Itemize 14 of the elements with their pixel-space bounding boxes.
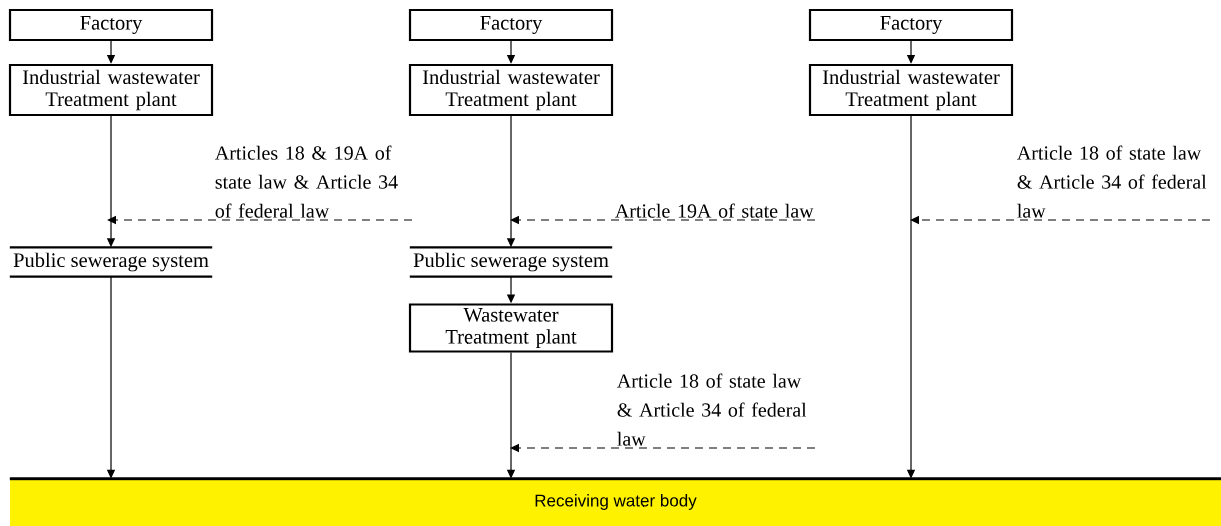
process-box: Factory (8, 8, 214, 42)
sewerage-band: Public sewerage system (9, 246, 213, 278)
law-text: Articles 18 & 19A of state law & Article 34 of federal law (215, 145, 398, 218)
process-box: Industrial wastewater Treatment plant (808, 63, 1014, 117)
process-box: Factory (408, 8, 614, 42)
law-text: Article 19A of state law (615, 203, 814, 218)
water-body-band: Receiving water body (9, 477, 1221, 526)
law-text: Article 18 of state law & Article 34 of federal law (1017, 145, 1207, 218)
process-box: Wastewater Treatment plant (408, 303, 614, 353)
sewerage-band: Public sewerage system (409, 246, 613, 278)
law-text: Article 18 of state law & Article 34 of federal law (617, 373, 807, 446)
process-box: Factory (808, 8, 1014, 42)
process-box: Industrial wastewater Treatment plant (8, 63, 214, 117)
process-box: Industrial wastewater Treatment plant (408, 63, 614, 117)
